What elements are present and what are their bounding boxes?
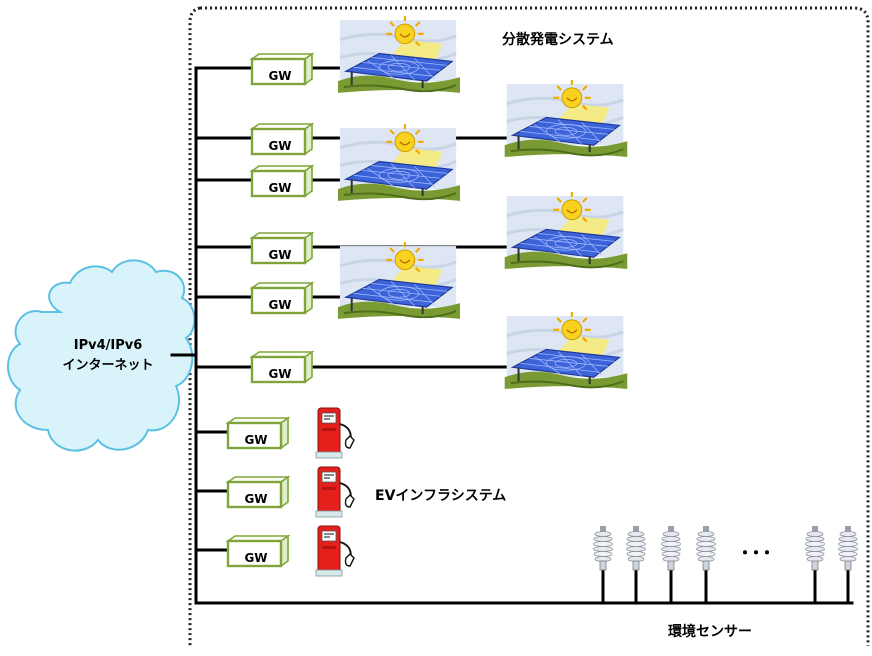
ev-infrastructure-label: EVインフラシステム — [375, 488, 507, 504]
gateway-box: GW — [226, 416, 290, 450]
solar-panel-icon — [503, 310, 629, 391]
environment-sensor-icon — [593, 525, 613, 571]
environment-sensors-label: 環境センサー — [668, 624, 752, 640]
environment-sensor-icon — [838, 525, 858, 571]
gateway-label: GW — [268, 248, 291, 262]
gateway-box: GW — [250, 122, 314, 156]
distributed-generation-label: 分散発電システム — [502, 32, 614, 48]
gateway-label: GW — [268, 69, 291, 83]
internet-label-line2: インターネット — [62, 358, 154, 373]
gateway-label: GW — [268, 367, 291, 381]
gateway-label: GW — [268, 139, 291, 153]
gateway-box: GW — [226, 534, 290, 568]
system-boundary — [188, 6, 870, 646]
solar-panel-icon — [503, 78, 629, 159]
gateway-label: GW — [244, 433, 267, 447]
ellipsis-label: ･･･ — [740, 541, 773, 565]
gateway-box: GW — [250, 350, 314, 384]
gateway-box: GW — [250, 231, 314, 265]
gateway-label: GW — [268, 181, 291, 195]
environment-sensor-icon — [696, 525, 716, 571]
gateway-label: GW — [244, 492, 267, 506]
internet-cloud-icon — [7, 259, 196, 452]
ev-charger-icon — [315, 525, 355, 577]
gateway-box: GW — [250, 164, 314, 198]
internet-label: IPv4/IPv6 インターネット — [38, 336, 178, 376]
ev-charger-icon — [315, 407, 355, 459]
gateway-box: GW — [250, 281, 314, 315]
solar-panel-icon — [336, 122, 462, 203]
solar-panel-icon — [503, 190, 629, 271]
environment-sensor-icon — [626, 525, 646, 571]
ev-charger-icon — [315, 466, 355, 518]
solar-panel-icon — [336, 240, 462, 321]
internet-label-line1: IPv4/IPv6 — [73, 338, 143, 353]
gateway-label: GW — [244, 551, 267, 565]
gateway-label: GW — [268, 298, 291, 312]
gateway-box: GW — [226, 475, 290, 509]
gateway-box: GW — [250, 52, 314, 86]
environment-sensor-icon — [661, 525, 681, 571]
environment-sensor-icon — [805, 525, 825, 571]
solar-panel-icon — [336, 14, 462, 95]
